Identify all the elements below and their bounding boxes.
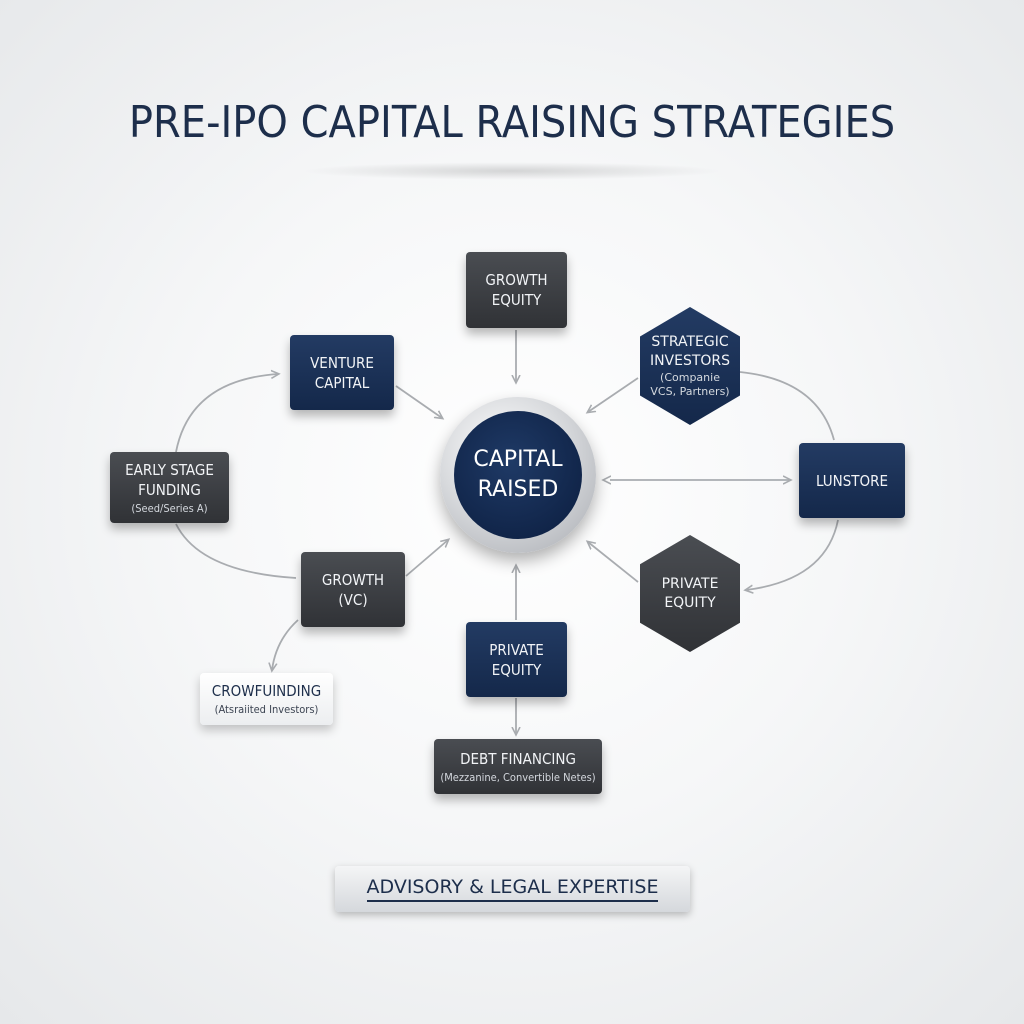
node-venture-capital[interactable]: VENTURE CAPITAL (290, 335, 394, 410)
node-private-equity-hex[interactable]: PRIVATE EQUITY (640, 535, 740, 652)
connector-strategic-to-center (588, 377, 639, 412)
capital-raised-hub[interactable]: CAPITAL RAISED (440, 397, 596, 553)
connector-growth-vc-to-center (405, 540, 448, 577)
footer-banner: ADVISORY & LEGAL EXPERTISE (335, 866, 690, 912)
connector-early-to-growth-vc (175, 523, 297, 579)
connector-venture-capital-to-center (395, 385, 442, 418)
connector-lunstore-to-private-equity (746, 519, 839, 590)
connector-early-to-venture (175, 374, 278, 453)
node-private-equity-box[interactable]: PRIVATE EQUITY (466, 622, 567, 697)
title-shadow (300, 162, 724, 180)
node-strategic-investors[interactable]: STRATEGIC INVESTORS (Companie VCS, Partn… (640, 307, 740, 425)
page-title: PRE-IPO CAPITAL RAISING STRATEGIES (128, 98, 896, 148)
node-early-stage-funding[interactable]: EARLY STAGE FUNDING (Seed/Series A) (110, 452, 229, 523)
connector-strategic-to-lunstore (739, 371, 835, 441)
node-growth-equity[interactable]: GROWTH EQUITY (466, 252, 567, 328)
capital-raised-label: CAPITAL RAISED (454, 411, 582, 539)
connector-private-equity-hex-to-center (588, 542, 639, 583)
footer-label: ADVISORY & LEGAL EXPERTISE (366, 876, 659, 902)
node-lunstore[interactable]: LUNSTORE (799, 443, 905, 518)
node-growth-vc[interactable]: GROWTH (VC) (301, 552, 405, 627)
node-debt-financing[interactable]: DEBT FINANCING (Mezzanine, Convertible N… (434, 739, 602, 794)
connector-growth-vc-to-crowdfunding (272, 619, 299, 670)
node-crowdfunding[interactable]: CROWFUINDING (Atsraiited Investors) (200, 673, 333, 725)
